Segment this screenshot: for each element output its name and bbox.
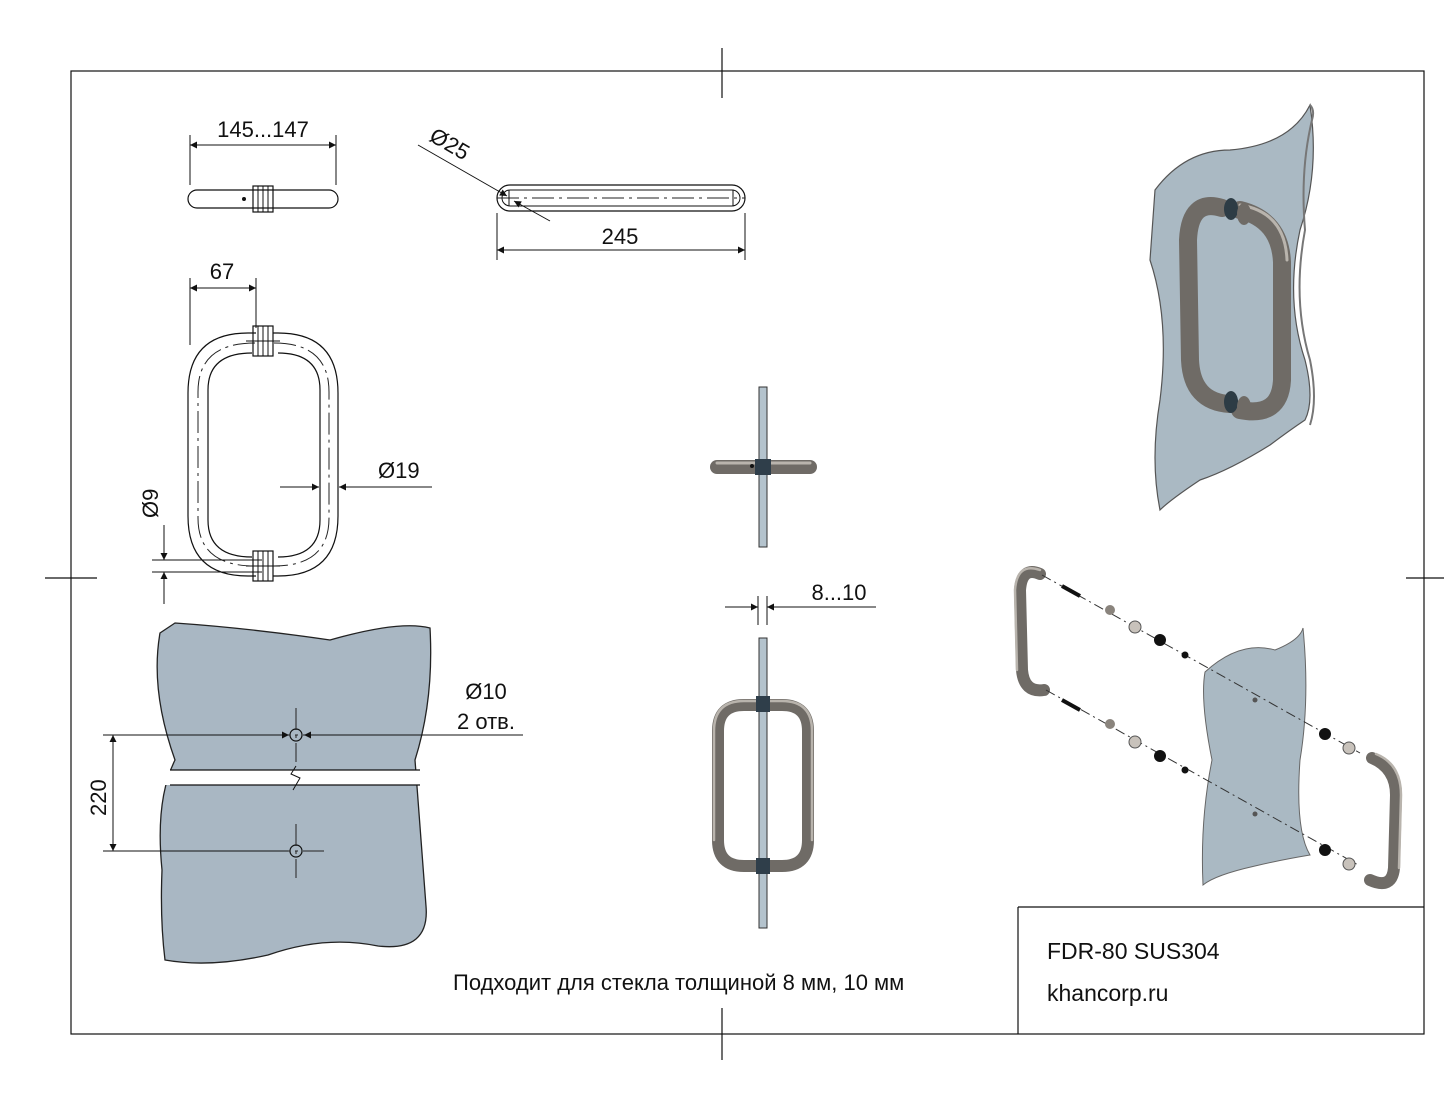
drawing-frame — [45, 48, 1444, 1060]
handle-3d-render — [1149, 103, 1315, 512]
bar-length-dimension: 245 — [602, 224, 639, 249]
screw-diameter-dimension: Ø9 — [138, 489, 163, 518]
bar-length-view — [417, 144, 746, 260]
exploded-assembly-view — [1013, 566, 1403, 889]
glass-compatibility-note: Подходит для стекла толщиной 8 мм, 10 мм — [453, 970, 904, 995]
top-view-handle — [187, 135, 339, 213]
standoff-dimension: 67 — [210, 259, 234, 284]
tube-diameter-dimension: Ø19 — [378, 458, 420, 483]
installed-side-view — [712, 596, 876, 929]
model-label: FDR-80 SUS304 — [1047, 938, 1220, 964]
hole-spacing-dimension: 220 — [86, 779, 111, 816]
hole-count-label: 2 отв. — [457, 709, 515, 734]
hole-diameter-dimension: Ø10 — [465, 679, 507, 704]
glass-panel-drilling — [103, 622, 523, 964]
bar-diameter-dimension: Ø25 — [426, 123, 475, 165]
handle-side-view — [152, 278, 432, 604]
top-width-dimension: 145...147 — [217, 117, 309, 142]
installed-top-view — [710, 386, 817, 548]
website-label: khancorp.ru — [1047, 980, 1168, 1006]
glass-thickness-dimension: 8...10 — [811, 580, 866, 605]
title-block — [1017, 906, 1424, 1034]
